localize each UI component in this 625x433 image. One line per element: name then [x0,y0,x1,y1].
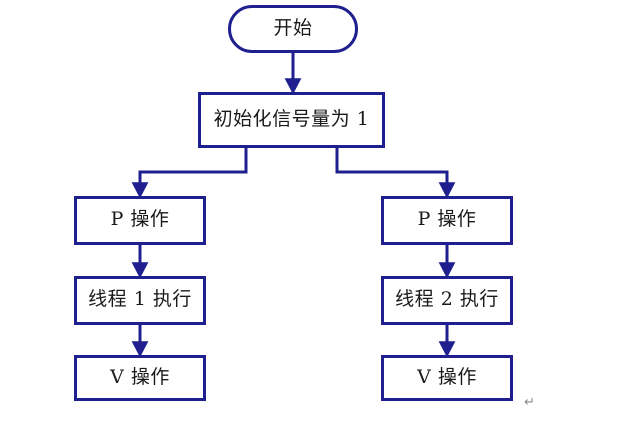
node-v-operation-right[interactable]: V 操作 [381,355,513,401]
node-start-label: 开始 [273,16,313,39]
edge-init-to-p-left [131,148,248,199]
node-v-operation-right-label: V 操作 [417,365,477,388]
node-init-semaphore-label: 初始化信号量为 1 [213,107,370,130]
node-thread-1-execute-label: 线程 1 执行 [88,288,192,310]
node-init-semaphore[interactable]: 初始化信号量为 1 [198,92,385,148]
node-p-operation-left-label: P 操作 [110,208,170,230]
node-p-operation-left[interactable]: P 操作 [74,196,206,245]
node-p-operation-right[interactable]: P 操作 [381,196,513,245]
node-start[interactable]: 开始 [228,5,358,53]
node-v-operation-left[interactable]: V 操作 [74,355,206,401]
node-v-operation-left-label: V 操作 [110,365,170,388]
node-thread-2-execute-label: 线程 2 执行 [395,288,499,310]
node-p-operation-right-label: P 操作 [417,208,477,230]
paragraph-mark: ↵ [524,395,535,410]
node-thread-2-execute[interactable]: 线程 2 执行 [381,276,513,325]
node-thread-1-execute[interactable]: 线程 1 执行 [74,276,206,325]
edge-init-to-p-right [335,148,456,199]
